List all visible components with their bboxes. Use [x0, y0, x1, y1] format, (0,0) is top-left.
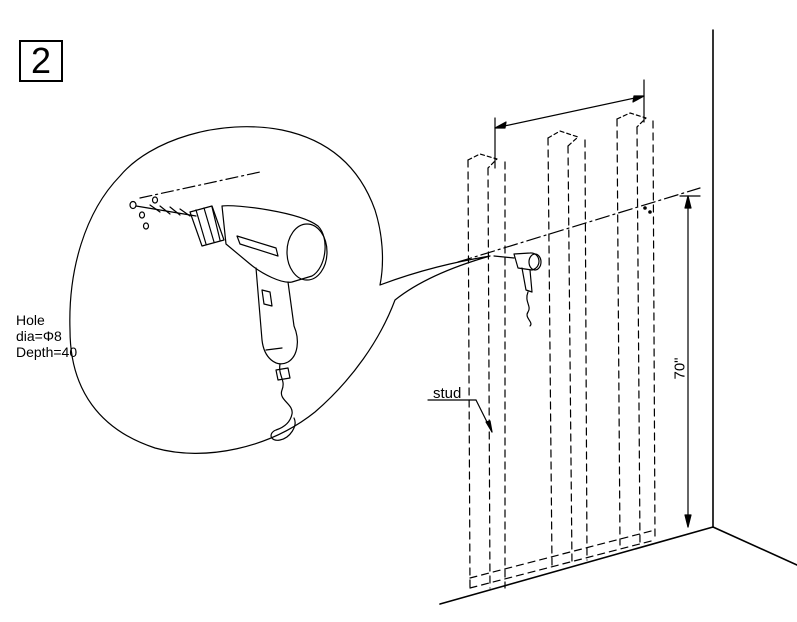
wall-outline: [440, 30, 797, 604]
stud-2: [548, 131, 587, 565]
height-dimension-label: 70": [671, 357, 689, 380]
hole-title: Hole: [16, 312, 45, 328]
hole-diameter: dia=Φ8: [16, 328, 62, 344]
stud-leader: [428, 400, 492, 432]
stud-3: [617, 113, 655, 545]
large-drill: [130, 172, 327, 440]
hole-depth: Depth=40: [16, 344, 78, 360]
height-dimension-line: [680, 196, 700, 527]
step-number-box: 2: [19, 40, 63, 82]
small-drill: [494, 207, 651, 326]
detail-callout: [70, 127, 490, 454]
step-number: 2: [30, 40, 52, 81]
hole-spec-note: Hole dia=Φ8 Depth=40: [16, 312, 77, 360]
mounting-line: [458, 188, 700, 262]
spacing-dimension: [495, 80, 644, 168]
stud-label: stud: [433, 385, 462, 402]
stud-1: [468, 154, 505, 588]
bottom-plate: [470, 530, 655, 588]
